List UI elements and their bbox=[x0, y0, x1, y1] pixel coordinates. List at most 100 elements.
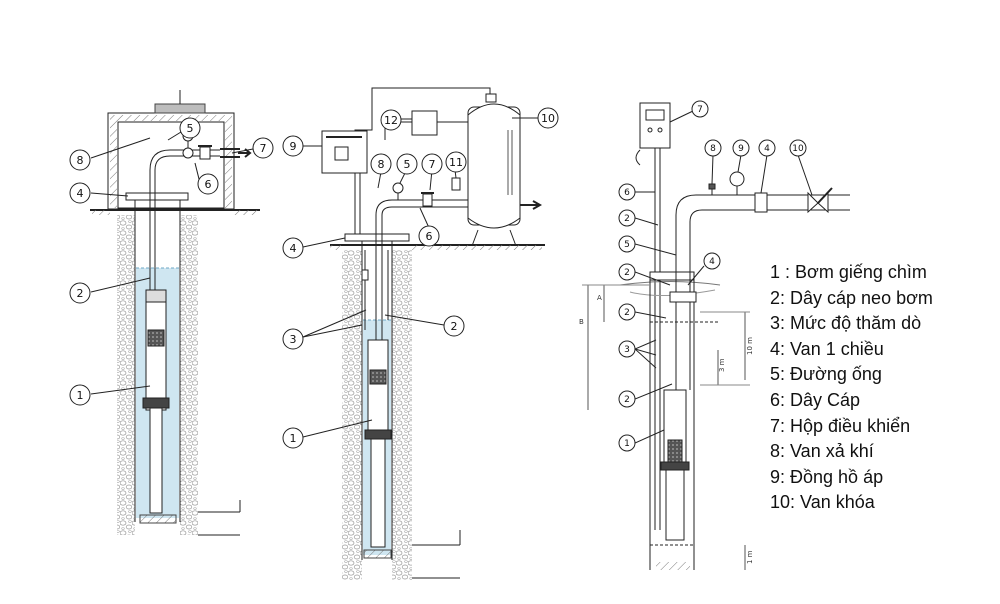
callout-label: 11 bbox=[449, 156, 463, 169]
callout: 5 bbox=[618, 235, 636, 253]
callout-label: 9 bbox=[290, 140, 297, 153]
pressure-tank bbox=[467, 93, 543, 247]
callout: 1 bbox=[618, 434, 636, 452]
callout: 2 bbox=[618, 303, 636, 321]
submersible-pump-1 bbox=[142, 289, 170, 514]
callout-label: 8 bbox=[710, 144, 716, 154]
callout-label: 2 bbox=[624, 308, 630, 318]
dim-b-label: B bbox=[579, 318, 584, 326]
callout-label: 8 bbox=[378, 158, 385, 171]
dim-1m-label: 1 m bbox=[746, 550, 754, 564]
legend-item: 8: Van xả khí bbox=[770, 441, 874, 462]
callouts-2: 12 10 9 8 5 7 11 6 4 3 2 1 bbox=[282, 107, 559, 449]
callout-label: 5 bbox=[624, 240, 630, 250]
callout: 6 bbox=[618, 183, 636, 201]
callout: 7 bbox=[421, 153, 443, 175]
callout: 9 bbox=[282, 135, 304, 157]
callout-label: 12 bbox=[384, 114, 398, 127]
callout: 6 bbox=[418, 225, 440, 247]
callout: 9 bbox=[732, 139, 750, 157]
gauge-icon bbox=[392, 182, 404, 194]
callout: 2 bbox=[69, 282, 91, 304]
callout-label: 6 bbox=[426, 230, 433, 243]
callout: 3 bbox=[618, 340, 636, 358]
callout: 11 bbox=[445, 151, 467, 173]
callout-label: 3 bbox=[624, 345, 630, 355]
callout-label: 6 bbox=[205, 178, 212, 191]
callout: 10 bbox=[789, 139, 807, 157]
callout: 7 bbox=[691, 100, 709, 118]
callout: 5 bbox=[179, 117, 201, 139]
callout: 7 bbox=[252, 137, 274, 159]
callout-label: 5 bbox=[187, 122, 194, 135]
callout-label: 7 bbox=[260, 142, 267, 155]
callout-label: 1 bbox=[290, 432, 297, 445]
callout-label: 2 bbox=[77, 287, 84, 300]
callout: 6 bbox=[197, 173, 219, 195]
callout: 4 bbox=[69, 182, 91, 204]
legend-item: 2: Dây cáp neo bơm bbox=[770, 287, 933, 308]
callout: 8 bbox=[704, 139, 722, 157]
callout-label: 1 bbox=[624, 439, 630, 449]
callout-label: 3 bbox=[290, 333, 297, 346]
callout-label: 4 bbox=[77, 187, 84, 200]
legend-item: 7: Hộp điều khiển bbox=[770, 415, 911, 436]
legend-item: 10: Van khóa bbox=[770, 492, 875, 513]
callout: 1 bbox=[69, 384, 91, 406]
legend-item: 5: Đường ống bbox=[770, 364, 882, 385]
callout-label: 10 bbox=[541, 112, 555, 125]
pressure-switch-box bbox=[411, 110, 438, 136]
callout-label: 1 bbox=[77, 389, 84, 402]
callout-label: 7 bbox=[697, 105, 703, 115]
callout-label: 6 bbox=[624, 188, 630, 198]
callout: 12 bbox=[380, 109, 402, 131]
callout: 4 bbox=[758, 139, 776, 157]
gravel-right bbox=[180, 215, 198, 535]
callout: 8 bbox=[370, 153, 392, 175]
callout-label: 7 bbox=[429, 158, 436, 171]
callout: 2 bbox=[443, 315, 465, 337]
callout: 2 bbox=[618, 263, 636, 281]
dimension-labels: A B 3 m 10 m 1 m bbox=[579, 294, 754, 564]
callout-label: 8 bbox=[77, 154, 84, 167]
gravel-left bbox=[117, 215, 135, 535]
diagram-1 bbox=[90, 90, 260, 536]
callout-label: 2 bbox=[624, 214, 630, 224]
dim-3m-label: 3 m bbox=[718, 358, 726, 372]
callouts-3: 7 8 9 4 10 6 2 5 2 4 2 3 2 1 bbox=[618, 100, 807, 452]
callout-label: 2 bbox=[624, 268, 630, 278]
callout: 8 bbox=[69, 149, 91, 171]
ground-line bbox=[90, 209, 260, 215]
diagram-2 bbox=[302, 87, 545, 580]
callout: 5 bbox=[396, 153, 418, 175]
legend-item: 9: Đồng hồ áp bbox=[770, 466, 884, 487]
callout-label: 4 bbox=[709, 257, 715, 267]
callout: 2 bbox=[618, 209, 636, 227]
dim-a-label: A bbox=[597, 294, 602, 302]
callout: 4 bbox=[703, 252, 721, 270]
callout: 1 bbox=[282, 427, 304, 449]
submersible-pump-3 bbox=[660, 389, 690, 541]
callout-label: 4 bbox=[764, 144, 770, 154]
callouts-1: 8 5 7 6 4 2 1 bbox=[69, 117, 274, 406]
callout-label: 5 bbox=[404, 158, 411, 171]
callout-label: 4 bbox=[290, 242, 297, 255]
callout-label: 2 bbox=[451, 320, 458, 333]
dim-10m-label: 10 m bbox=[746, 337, 754, 355]
legend-item: 1 : Bơm giếng chìm bbox=[770, 262, 927, 282]
callout: 3 bbox=[282, 328, 304, 350]
legend: 1 : Bơm giếng chìm 2: Dây cáp neo bơm 3:… bbox=[770, 260, 933, 516]
submersible-pump-2 bbox=[364, 339, 392, 548]
callout: 10 bbox=[537, 107, 559, 129]
callout-label: 10 bbox=[792, 144, 804, 154]
legend-item: 6: Dây Cáp bbox=[770, 389, 861, 410]
legend-item: 3: Mức độ thăm dò bbox=[770, 313, 922, 334]
gauge-icon bbox=[729, 171, 745, 187]
diagram-3 bbox=[582, 102, 850, 570]
callout: 2 bbox=[618, 390, 636, 408]
legend-item: 4: Van 1 chiều bbox=[770, 338, 884, 359]
callout-label: 9 bbox=[738, 144, 744, 154]
callout-label: 2 bbox=[624, 395, 630, 405]
